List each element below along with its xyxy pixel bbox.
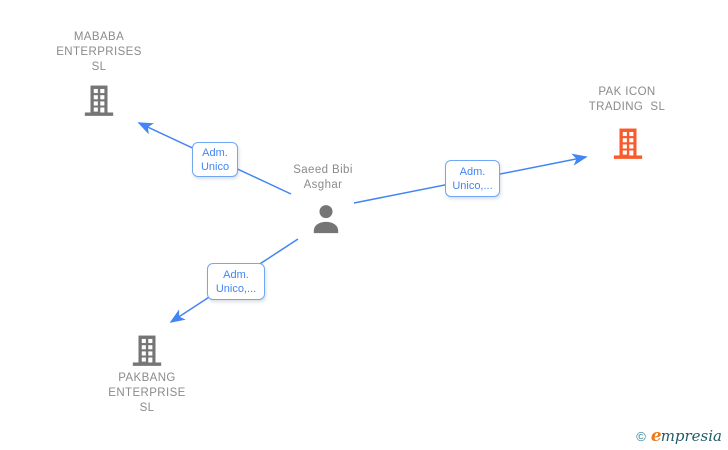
empresia-logo[interactable]: © e mpresia xyxy=(636,426,722,446)
company-label-pak-icon-trading: PAK ICON TRADING SL xyxy=(588,86,666,113)
edge-label-adm-unico-top-left[interactable]: Adm. Unico xyxy=(192,142,238,177)
edge-label-adm-unico-right[interactable]: Adm. Unico,... xyxy=(445,160,500,197)
company-label-mababa-enterprises: MABABA ENTERPRISES SL xyxy=(56,31,142,73)
logo-text-rest: mpresia xyxy=(660,427,722,445)
person-label-saeed-bibi-asghar: Saeed Bibi Asghar xyxy=(293,164,353,191)
company-label-pakbang-enterprise: PAKBANG ENTERPRISE SL xyxy=(108,372,186,414)
edge-label-adm-unico-bottom-left[interactable]: Adm. Unico,... xyxy=(207,263,265,300)
logo-text-e: e xyxy=(650,426,662,446)
building-icon[interactable] xyxy=(82,83,116,117)
building-icon[interactable] xyxy=(130,333,164,367)
copyright-icon: © xyxy=(636,429,646,444)
person-icon[interactable] xyxy=(309,202,343,236)
building-icon[interactable] xyxy=(611,126,645,160)
